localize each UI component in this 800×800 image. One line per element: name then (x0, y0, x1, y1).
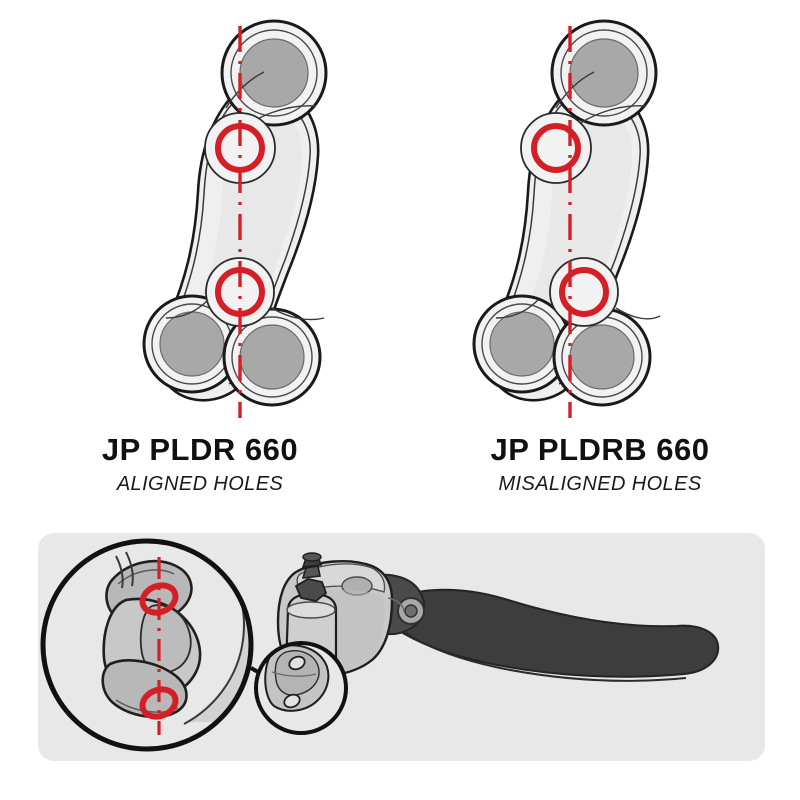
part-right-misaligned (472, 19, 661, 418)
detail-magnified-circle (40, 538, 254, 752)
part-left-subtitle: ALIGNED HOLES (116, 473, 284, 495)
callout-connector (250, 666, 259, 674)
detail-highlight-hole-upper (139, 582, 179, 616)
highlight-hole-upper-left (215, 123, 265, 173)
photo-panel (38, 533, 765, 761)
detail-source-circle (254, 641, 348, 735)
part-right-subtitle: MISALIGNED HOLES (498, 473, 702, 495)
highlight-hole-upper-right (531, 123, 581, 173)
part-left-title: JP PLDR 660 (101, 432, 299, 467)
boss-top (550, 19, 658, 127)
part-labels-row: JP PLDR 660 ALIGNED HOLES JP PLDRB 660 M… (0, 432, 800, 497)
boss-bottom-right (222, 307, 322, 407)
highlight-hole-lower-left (215, 267, 265, 317)
boss-bottom-left (472, 294, 572, 394)
lever-assembly (276, 552, 720, 692)
part-left-aligned (142, 19, 328, 418)
banjo-bolt (294, 552, 328, 602)
label-col-left: JP PLDR 660 ALIGNED HOLES (0, 432, 400, 497)
highlight-hole-lower-right (559, 267, 609, 317)
boss-top (220, 19, 328, 127)
detail-highlight-hole-lower (139, 686, 179, 720)
part-right-title: JP PLDRB 660 (490, 432, 710, 467)
label-col-right: JP PLDRB 660 MISALIGNED HOLES (400, 432, 800, 497)
